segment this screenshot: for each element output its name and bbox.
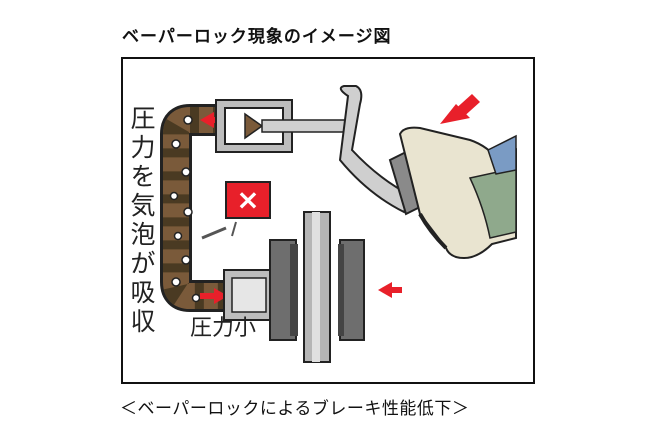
- diagram-caption: ＜ベーパーロックによるブレーキ性能低下＞: [120, 399, 470, 419]
- brake-pad-left: [269, 239, 298, 341]
- diagram-title: ベーパーロック現象のイメージ図: [122, 27, 392, 47]
- no-pressure-sign: [201, 181, 271, 240]
- driver-foot: [398, 126, 517, 260]
- caliper-piston: [223, 269, 271, 321]
- diagram-frame: [121, 57, 535, 384]
- vapor-bubbles: [169, 115, 201, 303]
- pad-push-arrow: [378, 282, 402, 298]
- low-pressure-label: 圧力小: [190, 316, 257, 341]
- brake-disc: [303, 211, 331, 363]
- pressure-arrow-lower: [200, 288, 228, 304]
- x-mark: ×: [236, 183, 260, 216]
- master-cylinder: [215, 99, 353, 153]
- brake-pad-right: [338, 239, 365, 341]
- pressure-absorbed-label: 圧 力 を 気 泡 が 吸 収: [130, 104, 156, 336]
- foot-push-arrow: [440, 94, 480, 124]
